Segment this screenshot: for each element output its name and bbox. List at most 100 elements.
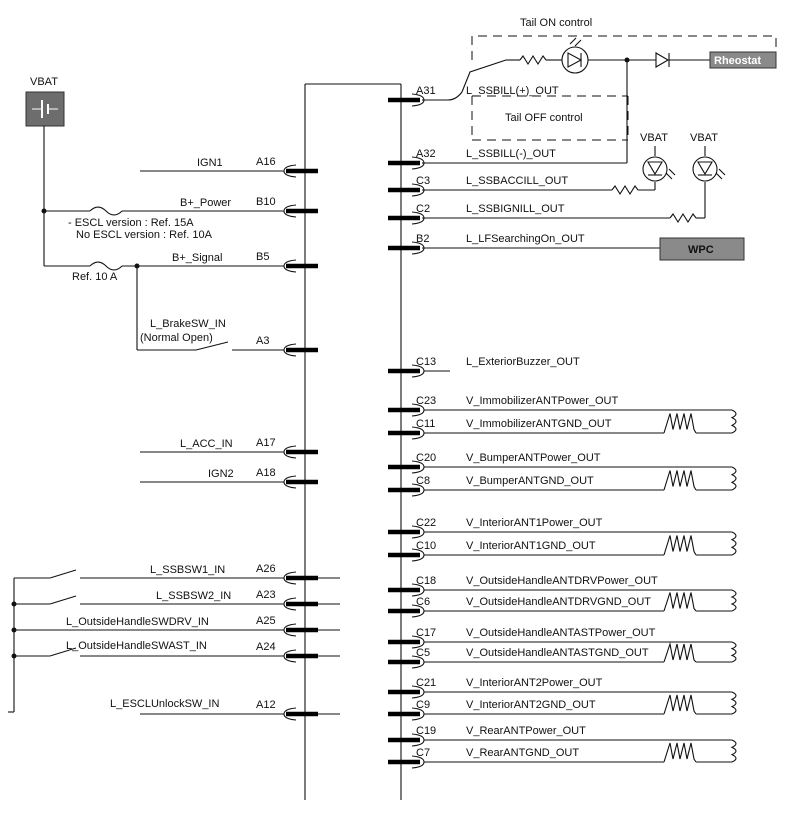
pin-label: C11 [416,418,435,430]
pin-label: A17 [256,437,276,449]
signal-label: L_SSBILL(-)_OUT [466,148,556,160]
pin-label: A12 [256,699,276,711]
left-pin-a26: A26 L_SSBSW1_IN [150,563,318,585]
signal-label: L_SSBILL(+)_OUT [466,85,559,97]
right-pin-c18: C18 V_OutsideHandleANTDRVPower_OUT [388,575,664,597]
signal-label: L_SSBSW2_IN [156,590,231,602]
outside-handle-switch [49,647,77,657]
fuse-signal [89,261,123,271]
signal-label: V_InteriorANT2Power_OUT [466,677,603,689]
right-pin-c21: C21 V_InteriorANT2Power_OUT [388,677,664,699]
signal-label: V_InteriorANT1Power_OUT [466,517,603,529]
left-pin-a24: A24 L_OutsideHandleSWAST_IN [66,640,318,663]
signal-label: V_OutsideHandleANTDRVPower_OUT [466,575,658,587]
pin-label: A24 [256,641,276,653]
signal-label: L_SSBIGNILL_OUT [466,203,565,215]
signal-label: V_ImmobilizerANTGND_OUT [466,418,612,430]
signal-label: V_InteriorANT1GND_OUT [466,540,596,552]
brake-normal-open: (Normal Open) [140,332,213,344]
fuse-signal-label: Ref. 10 A [72,271,118,283]
pin-label: C20 [416,452,436,464]
pin-label: A26 [256,563,276,575]
pin-label: A3 [256,335,269,347]
escl-note-1: - ESCL version : Ref. 15A [68,217,194,229]
resistor-c2 [669,212,697,224]
vbat-battery: VBAT [25,76,65,127]
brake-switch [195,341,229,351]
vbat-lamp-ign: VBAT [690,132,726,182]
signal-label: V_OutsideHandleANTASTPower_OUT [466,627,656,639]
tail-off-label: Tail OFF control [505,112,583,124]
signal-label: V_BumperANTGND_OUT [466,475,594,487]
antenna-coil-icon [663,466,737,491]
pin-label: C21 [416,677,436,689]
antenna-coil-icon [663,739,737,763]
right-pin-a32: A32 L_SSBILL(-)_OUT [388,148,556,170]
signal-label: V_RearANTGND_OUT [466,747,579,759]
ssbsw1-switch [49,569,77,579]
rheostat-box [709,51,777,69]
signal-label: L_ESCLUnlockSW_IN [110,698,219,710]
signal-label: L_BrakeSW_IN [150,318,226,330]
pin-label: A23 [256,589,276,601]
right-pin-c13: C13 L_ExteriorBuzzer_OUT [388,356,580,378]
signal-label: L_ExteriorBuzzer_OUT [466,356,580,368]
pin-label: C3 [416,175,430,187]
vbat-left-label: VBAT [30,76,58,88]
escl-note-2: No ESCL version : Ref. 10A [76,229,213,241]
signal-label: L_SSBSW1_IN [150,564,225,576]
pin-label: C13 [416,356,436,368]
pin-label: C23 [416,395,436,407]
left-pin-layer: A16IGN1B10B+_PowerB5B+_SignalA3L_BrakeSW… [66,156,340,721]
pin-label: B10 [256,196,276,208]
rheostat-label: Rheostat [714,55,761,67]
signal-label: V_RearANTPower_OUT [466,725,586,737]
pin-label: A32 [416,148,436,160]
antenna-coil-icon [663,691,737,715]
pin-label: A18 [256,467,276,479]
signal-label: V_ImmobilizerANTPower_OUT [466,395,618,407]
ssbsw2-switch [49,595,77,605]
wpc-box [659,237,745,261]
right-pin-c11: C11 V_ImmobilizerANTGND_OUT [388,418,664,440]
resistor-c3 [611,184,639,196]
antenna-layer [663,409,737,763]
signal-label: B+_Signal [172,252,222,264]
signal-label: L_OutsideHandleSWAST_IN [66,640,207,652]
svg-text:VBAT: VBAT [640,132,668,144]
vbat-lamp-acc: VBAT [640,132,676,182]
fuse-power [89,206,123,216]
pin-label: C22 [416,517,436,529]
pin-label: C18 [416,575,436,587]
signal-label: L_LFSearchingOn_OUT [466,233,585,245]
pin-label: C5 [416,647,430,659]
right-pin-c9: C9 V_InteriorANT2GND_OUT [388,699,664,721]
right-pin-c5: C5 V_OutsideHandleANTASTGND_OUT [388,647,664,669]
antenna-coil-icon [663,409,737,434]
signal-label: V_OutsideHandleANTASTGND_OUT [466,647,649,659]
pin-label: C6 [416,596,430,608]
pin-label: C9 [416,699,430,711]
left-pin-a3: A3 L_BrakeSW_IN [150,318,318,357]
pin-label: C10 [416,540,436,552]
tail-on-label: Tail ON control [520,17,592,29]
left-pin-a12: A12 L_ESCLUnlockSW_IN [110,698,318,721]
svg-text:VBAT: VBAT [690,132,718,144]
right-pin-c10: C10 V_InteriorANT1GND_OUT [388,540,664,562]
pin-label: B5 [256,251,269,263]
right-pin-c23: C23 V_ImmobilizerANTPower_OUT [388,395,664,417]
resistor-symbol [519,54,547,66]
left-pin-b5: B5 B+_Signal [172,251,318,273]
signal-label: V_InteriorANT2GND_OUT [466,699,596,711]
antenna-coil-icon [663,589,737,612]
